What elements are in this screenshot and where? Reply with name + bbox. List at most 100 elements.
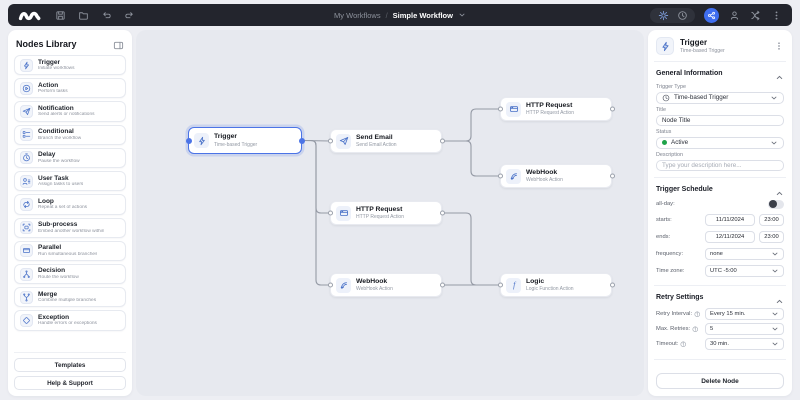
library-item-notification[interactable]: Notification Send alerts or notification… [14,101,126,122]
topbar-pill-group [650,7,695,23]
library-item-action[interactable]: Action Perform tasks [14,78,126,99]
gear-icon[interactable] [657,9,669,21]
retry-row-value: 5 [710,326,714,332]
title-input[interactable]: Node Title [656,114,784,126]
save-icon[interactable] [54,9,66,21]
chevron-down-icon[interactable] [458,11,466,19]
library-item-user-task[interactable]: User Task Assign tasks to users [14,171,126,192]
library-item-label: Exception [38,313,70,321]
frequency-value: none [710,250,723,257]
chevron-up-icon[interactable] [775,185,784,196]
trigger-schedule-section-header: Trigger Schedule [656,185,784,196]
history-icon[interactable] [676,9,688,21]
input-port[interactable] [327,138,333,144]
panel-menu-button[interactable] [774,40,784,52]
breadcrumb-parent[interactable]: My Workflows [334,10,381,20]
canvas-node-http-top[interactable]: HTTP Request HTTP Request Action [497,97,615,121]
ends-time-input[interactable]: 23:00 [759,230,784,243]
status-value: Active [671,139,689,147]
user-icon[interactable] [728,9,740,21]
output-port[interactable] [609,173,615,179]
library-item-label: Notification [38,104,74,112]
output-port[interactable] [439,282,445,288]
status-select[interactable]: Active [656,137,784,149]
library-item-trigger[interactable]: Trigger Initiate workflows [14,55,126,76]
topbar: My Workflows / Simple Workflow [8,4,792,26]
split-icon[interactable] [749,9,761,21]
retry-row-timeout: Timeout: 30 min. [656,338,784,350]
frequency-select[interactable]: none [705,247,784,260]
timezone-value: UTC -5:00 [710,267,737,274]
breadcrumb-current: Simple Workflow [392,10,453,20]
timezone-label: Time zone: [656,267,685,274]
canvas-node-webhook-bottom[interactable]: WebHook WebHook Action [327,273,445,297]
output-port[interactable] [609,282,615,288]
library-item-exception[interactable]: Exception Handle errors or exceptions [14,310,126,331]
input-port[interactable] [497,106,503,112]
chevron-down-icon [771,267,779,275]
kebab-menu-button[interactable] [770,9,782,21]
info-icon[interactable] [692,326,699,333]
delete-node-button[interactable]: Delete Node [656,373,784,389]
canvas-node-http-mid[interactable]: HTTP Request HTTP Request Action [327,201,445,225]
ends-date-input[interactable]: 12/11/2024 [705,230,755,243]
undo-icon[interactable] [100,9,112,21]
sub-process-icon [20,221,33,235]
retry-row-select[interactable]: 30 min. [705,338,784,350]
panel-collapse-icon[interactable] [113,38,124,50]
canvas-node-send-email[interactable]: Send Email Send Email Action [327,129,445,153]
library-item-label: Conditional [38,128,74,136]
output-port[interactable] [298,137,305,144]
input-port[interactable] [185,137,192,144]
starts-time-input[interactable]: 23:00 [759,213,784,226]
input-port[interactable] [327,210,333,216]
nodes-library-sidebar: Nodes Library Trigger Initiate workflows… [8,30,132,396]
all-day-toggle[interactable] [768,199,784,209]
retry-row-retry-interval: Retry Interval: Every 15 min. [656,308,784,320]
library-item-conditional[interactable]: Conditional Branch the workflow [14,124,126,145]
canvas-node-trigger[interactable]: Trigger Time-based Trigger [185,127,305,154]
library-item-delay[interactable]: Delay Pause the workflow [14,147,126,169]
folder-icon[interactable] [77,9,89,21]
timezone-select[interactable]: UTC -5:00 [705,264,784,277]
library-item-desc: Assign tasks to users [38,182,84,188]
output-port[interactable] [609,106,615,112]
library-item-merge[interactable]: Merge Combine multiple branches [14,287,126,308]
library-item-decision[interactable]: Decision Route the workflow [14,263,126,285]
trigger-type-value: Time-based Trigger [674,94,729,102]
chevron-up-icon[interactable] [775,69,784,80]
library-item-desc: Repeat a set of actions [38,205,88,211]
info-icon[interactable] [680,341,687,348]
help-support-button[interactable]: Help & Support [14,376,126,390]
loop-icon [20,197,33,211]
library-item-label: Merge [38,290,58,298]
input-port[interactable] [327,282,333,288]
retry-row-max-retries: Max. Retries: 5 [656,323,784,335]
input-port[interactable] [497,282,503,288]
retry-row-select[interactable]: Every 15 min. [705,308,784,320]
svg-text:f: f [513,281,517,290]
parallel-icon [20,244,33,258]
canvas-node-webhook-right[interactable]: WebHook WebHook Action [497,164,615,188]
input-port[interactable] [497,173,503,179]
library-item-parallel[interactable]: Parallel Run simultaneous branches [14,240,126,261]
chevron-up-icon[interactable] [775,293,784,304]
canvas-node-logic[interactable]: f Logic Logic Function Action [497,273,615,297]
library-item-desc: Send alerts or notifications [38,112,95,118]
trigger-type-select[interactable]: Time-based Trigger [656,92,784,104]
share-button[interactable] [704,7,719,23]
description-input[interactable]: Type your description here... [656,159,784,171]
library-item-loop[interactable]: Loop Repeat a set of actions [14,194,126,215]
breadcrumb: My Workflows / Simple Workflow [334,11,466,20]
workflow-canvas[interactable]: Trigger Time-based Trigger Send Email Se… [136,30,644,396]
starts-date-input[interactable]: 11/11/2024 [705,213,755,226]
info-icon[interactable] [694,311,701,318]
output-port[interactable] [439,138,445,144]
library-item-sub-process[interactable]: Sub-process Embed another workflow withi… [14,217,126,238]
redo-icon[interactable] [123,9,135,21]
output-port[interactable] [439,210,445,216]
divider [654,359,786,360]
paper-plane-icon [20,105,33,119]
retry-row-select[interactable]: 5 [705,323,784,335]
templates-button[interactable]: Templates [14,358,126,372]
